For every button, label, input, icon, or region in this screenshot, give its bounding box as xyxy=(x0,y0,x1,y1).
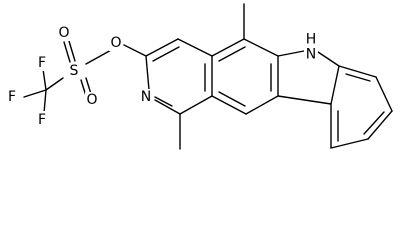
bond-benzene-c7a-c7 xyxy=(338,65,377,78)
bond-pyridine-c1-n2 xyxy=(154,99,181,115)
mask-indole-nh xyxy=(304,31,318,63)
atom-label-backgrounds xyxy=(5,25,318,127)
atom-label-sulfur: S xyxy=(70,63,79,79)
bond-pyridine-inner-double-a xyxy=(152,46,180,62)
bond-middle-inner-double-a xyxy=(218,46,246,62)
bond-pyridine-n2-c3 xyxy=(145,55,150,91)
bond-pyrrole-nh-c7a xyxy=(317,51,340,67)
mask-f-top xyxy=(35,55,49,71)
mask-f-left xyxy=(5,89,19,105)
atom-label-f-left: F xyxy=(8,89,16,105)
atom-label-o-bottom: O xyxy=(86,92,97,108)
mask-ring-nitrogen xyxy=(139,89,153,105)
bond-sulfur-to-o-bottom-b xyxy=(85,77,92,95)
bond-benzene-inner-double-a xyxy=(345,73,371,82)
bond-pyridine-inner-double-c xyxy=(154,96,173,107)
bond-sulfur-to-o-top-a xyxy=(63,41,71,63)
bond-benzene-c7-c6 xyxy=(375,76,393,112)
bond-middle-inner-double-c xyxy=(218,91,246,107)
bond-sulfur-to-link-oxygen xyxy=(85,48,114,65)
atom-label-o-top: O xyxy=(58,25,69,41)
bond-middle-c5-c5a xyxy=(243,38,279,57)
mask-o-top xyxy=(57,25,71,41)
bond-cf3-carbon-to-f-bottom xyxy=(43,89,47,114)
bond-cf3-carbon-to-sulfur xyxy=(45,77,64,91)
bond-pyrrole-c3a-c11a xyxy=(277,95,332,105)
bond-middle-c11-c10a xyxy=(211,95,247,115)
atom-label-ring-nitrogen: N xyxy=(141,89,151,105)
bond-pyridine-c3-c4 xyxy=(145,38,179,57)
bond-middle-c11a-c11 xyxy=(245,95,279,115)
bond-cf3-carbon-to-f-top xyxy=(42,68,47,91)
mask-f-bottom xyxy=(35,111,49,127)
bond-pyrrole-c7a-c3a xyxy=(330,65,340,105)
bond-pyrrole-c5a-nh xyxy=(277,50,305,57)
atom-label-line: N xyxy=(306,47,316,63)
bond-link-oxygen-to-ring xyxy=(123,44,147,57)
bond-pyridine-c4-c4a xyxy=(177,38,213,57)
bond-benzene-c6-c5 xyxy=(367,110,393,140)
bond-benzene-c5-c4 xyxy=(330,138,369,149)
atom-label-link-oxygen: O xyxy=(110,35,121,51)
atom-label-f-top: F xyxy=(38,55,46,71)
atom-label-line: H xyxy=(306,31,317,47)
mask-sulfur xyxy=(67,63,81,79)
bond-cf3-carbon-to-f-left xyxy=(23,89,47,98)
mask-link-oxygen xyxy=(109,35,123,51)
atom-label-f-bottom: F xyxy=(38,112,46,128)
mask-o-bottom xyxy=(85,92,99,108)
bond-sulfur-to-o-top-b xyxy=(68,40,76,62)
bond-pyridine-c10a-c1 xyxy=(179,95,213,115)
bond-benzene-inner-double-b xyxy=(363,111,385,135)
bond-lines xyxy=(23,3,393,150)
bond-middle-c4a-c5 xyxy=(211,38,245,57)
